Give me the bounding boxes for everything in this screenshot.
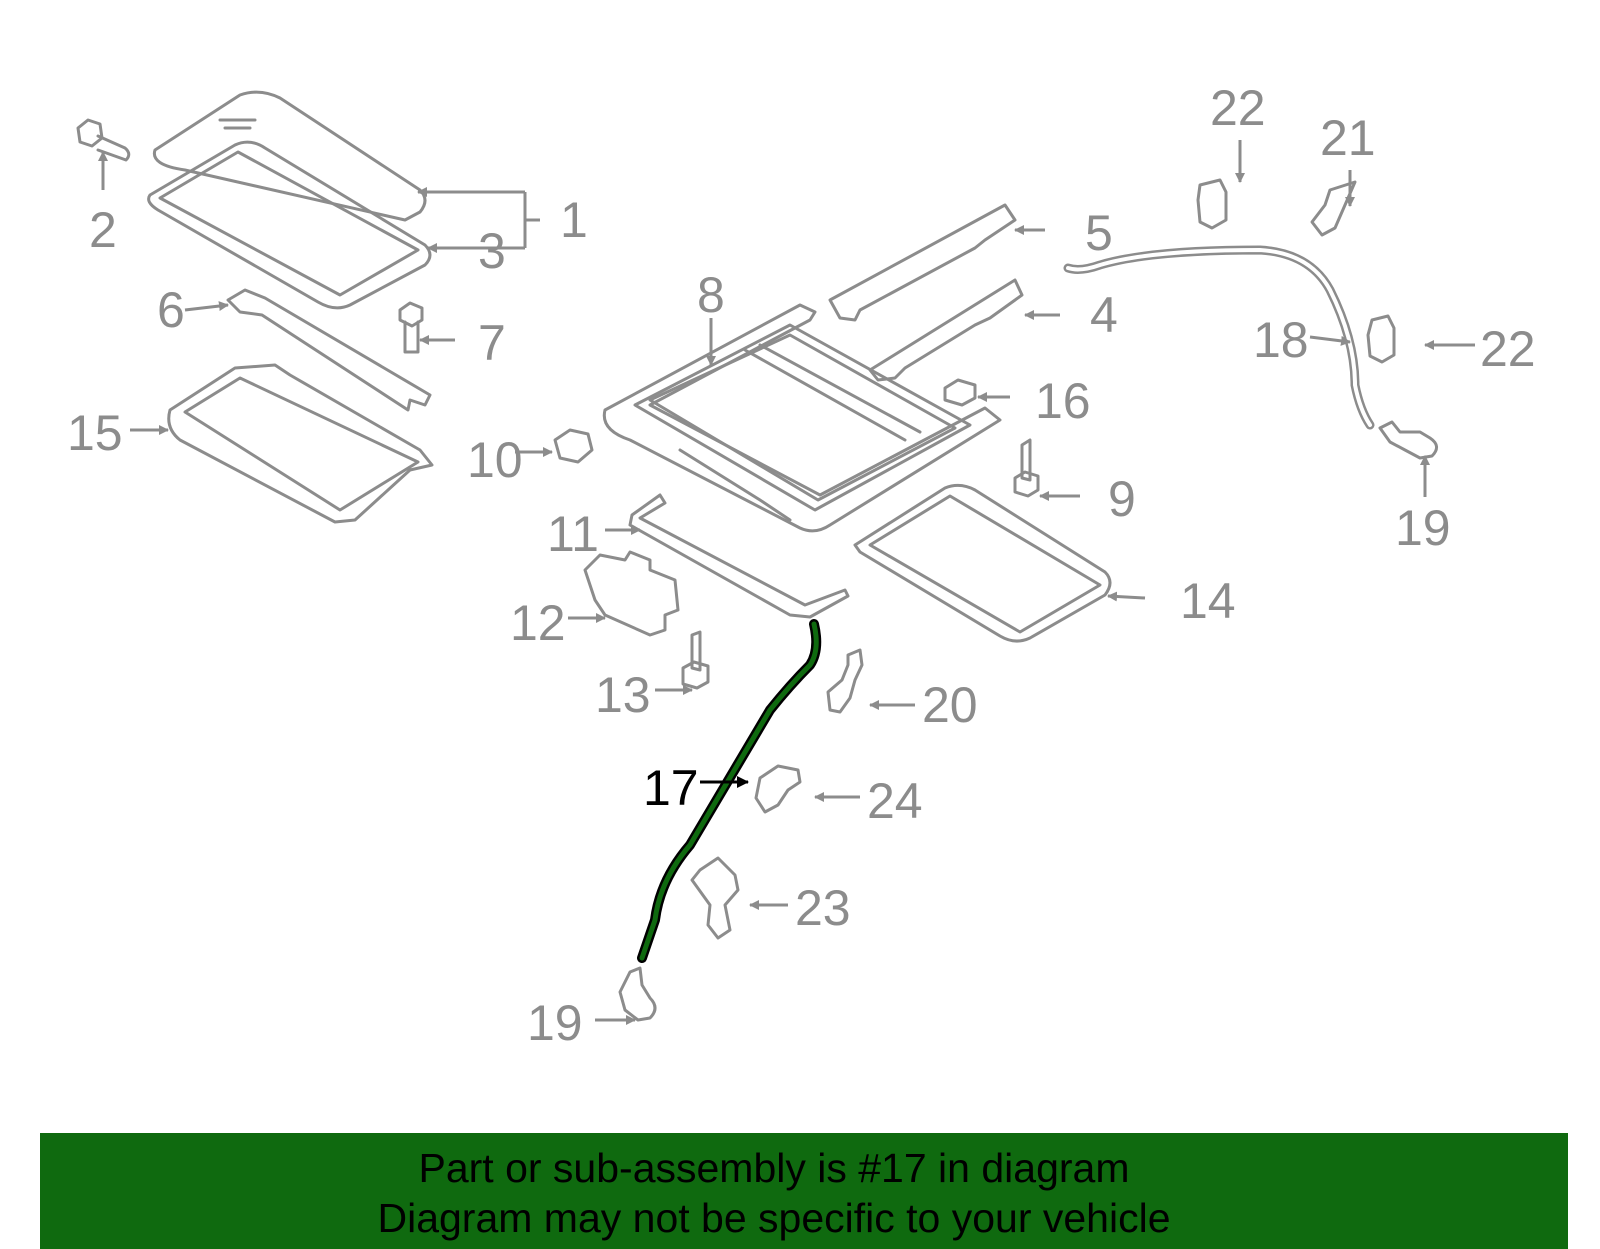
callout-6: 6 — [157, 282, 185, 338]
callout-4: 4 — [1090, 287, 1118, 343]
part-5-rail — [828, 203, 1017, 322]
part-19-elbow-upper — [1378, 420, 1438, 460]
part-22-clip-lower — [1366, 314, 1396, 364]
callout-12: 12 — [510, 595, 566, 651]
callout-17: 17 — [643, 760, 699, 816]
callout-10: 10 — [467, 432, 523, 488]
part-10-nut — [553, 428, 594, 464]
part-6-strip — [226, 288, 432, 412]
callout-1: 1 — [560, 192, 588, 248]
callout-20: 20 — [922, 677, 978, 733]
callout-2: 2 — [89, 202, 117, 258]
part-7-bolt — [398, 301, 424, 354]
part-23-bracket — [690, 856, 740, 940]
leader-lines — [98, 140, 1475, 1025]
callout-3: 3 — [478, 223, 506, 279]
callout-19-upper: 19 — [1395, 500, 1451, 556]
part-21-clip — [1310, 180, 1357, 237]
callout-11: 11 — [547, 506, 599, 562]
callout-16: 16 — [1035, 373, 1091, 429]
footer-banner: Part or sub-assembly is #17 in diagram D… — [40, 1133, 1568, 1249]
part-11-strip — [628, 493, 850, 619]
callout-18: 18 — [1253, 312, 1309, 368]
part-2-bolt — [76, 118, 131, 162]
part-18-drain-hose-inner — [1066, 247, 1372, 427]
part-16-pad — [943, 378, 977, 407]
callout-22-upper: 22 — [1210, 80, 1266, 136]
callout-19-lower: 19 — [527, 995, 583, 1051]
part-8-frame — [602, 303, 1002, 533]
callout-15: 15 — [67, 405, 123, 461]
callout-22-lower: 22 — [1480, 321, 1536, 377]
part-13-bolt — [681, 630, 710, 690]
part-15-shade — [167, 363, 434, 524]
part-22-clip-upper — [1196, 178, 1228, 230]
callout-7: 7 — [478, 315, 506, 371]
part-12-bracket — [583, 550, 680, 637]
part-1-glass-panel — [152, 90, 427, 222]
part-3-glass-seal — [147, 140, 432, 310]
part-20-clip — [826, 648, 864, 714]
callout-9: 9 — [1108, 471, 1136, 527]
part-17-drain-hose-fill — [639, 621, 819, 961]
callout-13: 13 — [595, 667, 651, 723]
footer-line-1: Part or sub-assembly is #17 in diagram — [418, 1145, 1130, 1191]
footer-line-2: Diagram may not be specific to your vehi… — [377, 1195, 1171, 1241]
part-19-elbow-lower — [618, 966, 657, 1022]
part-14-seal — [853, 483, 1112, 643]
callout-5: 5 — [1085, 205, 1113, 261]
part-24-bracket — [754, 764, 802, 814]
callout-23: 23 — [795, 880, 851, 936]
part-4-rail — [868, 278, 1024, 382]
part-9-bolt — [1013, 438, 1040, 498]
callout-8: 8 — [697, 267, 725, 323]
callout-21: 21 — [1320, 110, 1376, 166]
callout-24: 24 — [867, 773, 923, 829]
callout-14: 14 — [1180, 573, 1236, 629]
